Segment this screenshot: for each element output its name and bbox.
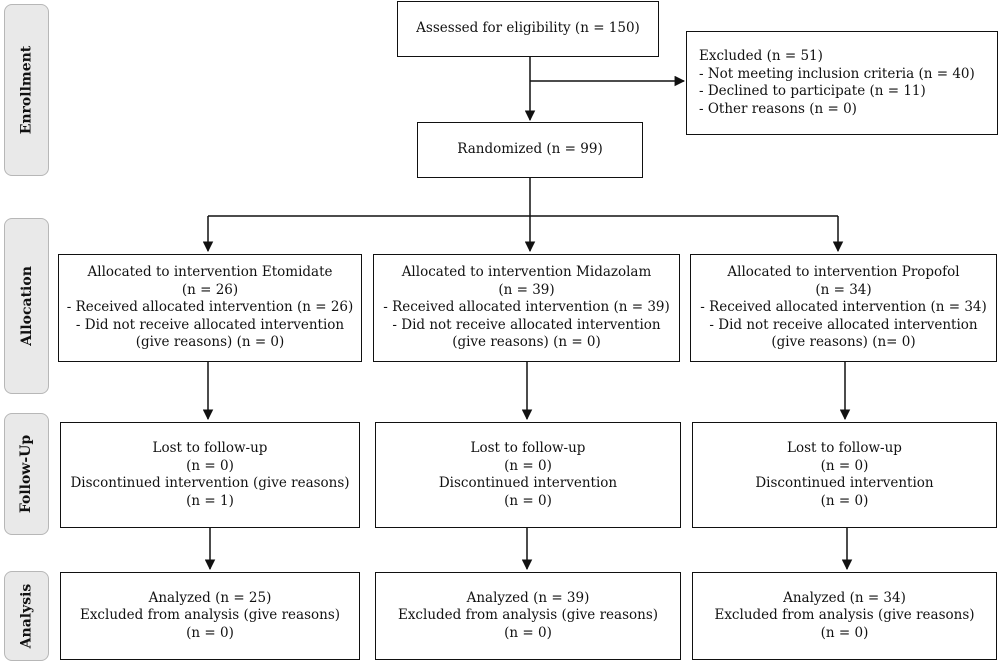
stage-label-analysis: Analysis	[4, 571, 49, 661]
assessed-box: Assessed for eligibility (n = 150)	[397, 1, 659, 57]
allocation-line: - Did not receive allocated intervention	[709, 316, 978, 333]
allocation-box-midazolam: Allocated to intervention Midazolam (n =…	[373, 254, 680, 362]
follow-up-line: (n = 1)	[186, 492, 234, 509]
allocation-line: (n = 26)	[181, 281, 239, 298]
excluded-box: Excluded (n = 51) - Not meeting inclusio…	[686, 31, 998, 135]
allocation-line: Allocated to intervention Midazolam	[401, 264, 652, 281]
allocation-line: (n = 39)	[498, 281, 555, 298]
stage-label-enrollment: Enrollment	[4, 4, 49, 176]
allocation-line: - Received allocated intervention (n = 3…	[700, 299, 987, 316]
follow-up-line: Discontinued intervention	[755, 475, 934, 491]
randomized-text: Randomized (n = 99)	[457, 141, 603, 158]
analysis-line: Excluded from analysis (give reasons)	[714, 607, 975, 624]
analysis-line: Excluded from analysis (give reasons)	[397, 607, 659, 624]
follow-up-line: Discontinued intervention (give reasons)	[70, 475, 350, 491]
allocation-line: - Received allocated intervention (n = 3…	[383, 299, 670, 316]
follow-up-line: (n = 0)	[820, 457, 869, 474]
analysis-line: (n = 0)	[504, 624, 552, 641]
allocation-line: - Received allocated intervention (n = 2…	[66, 299, 354, 316]
follow-up-line: (n = 0)	[504, 492, 552, 509]
allocation-line: - Did not receive allocated intervention	[75, 316, 345, 333]
excluded-reason: - Other reasons (n = 0)	[699, 100, 857, 117]
follow-up-line: Lost to follow-up	[152, 440, 268, 456]
stage-label-follow-up: Follow-Up	[4, 413, 49, 535]
analysis-box-propofol: Analyzed (n = 34) Excluded from analysis…	[692, 572, 997, 660]
analysis-line: Analyzed (n = 25)	[148, 589, 272, 606]
follow-up-line: (n = 0)	[186, 457, 234, 474]
allocation-line: (give reasons) (n = 0)	[452, 334, 601, 351]
follow-up-line: Lost to follow-up	[787, 440, 902, 456]
allocation-box-etomidate: Allocated to intervention Etomidate (n =…	[58, 254, 362, 362]
excluded-title: Excluded (n = 51)	[699, 48, 823, 64]
allocation-line: (n = 34)	[815, 281, 872, 298]
analysis-line: Excluded from analysis (give reasons)	[79, 607, 341, 624]
allocation-line: (give reasons) (n = 0)	[135, 334, 285, 351]
follow-up-box-midazolam: Lost to follow-up (n = 0) Discontinued i…	[375, 422, 681, 528]
allocation-line: Allocated to intervention Etomidate	[87, 264, 333, 281]
excluded-reason: - Declined to participate (n = 11)	[699, 83, 926, 99]
allocation-line: Allocated to intervention Propofol	[727, 264, 960, 281]
follow-up-line: (n = 0)	[820, 492, 869, 509]
allocation-box-propofol: Allocated to intervention Propofol (n = …	[690, 254, 997, 362]
analysis-box-midazolam: Analyzed (n = 39) Excluded from analysis…	[375, 572, 681, 660]
follow-up-box-propofol: Lost to follow-up (n = 0) Discontinued i…	[692, 422, 997, 528]
analysis-line: Analyzed (n = 39)	[466, 589, 590, 606]
analysis-line: (n = 0)	[186, 624, 234, 641]
analysis-line: (n = 0)	[820, 624, 869, 641]
stage-label-allocation: Allocation	[4, 218, 49, 394]
allocation-line: (give reasons) (n= 0)	[771, 334, 916, 351]
follow-up-line: Discontinued intervention	[438, 475, 618, 491]
assessed-text: Assessed for eligibility (n = 150)	[416, 20, 640, 37]
randomized-box: Randomized (n = 99)	[417, 122, 643, 178]
analysis-line: Analyzed (n = 34)	[783, 589, 906, 606]
follow-up-line: Lost to follow-up	[470, 440, 586, 456]
follow-up-box-etomidate: Lost to follow-up (n = 0) Discontinued i…	[60, 422, 360, 528]
follow-up-line: (n = 0)	[504, 457, 552, 474]
excluded-reason: - Not meeting inclusion criteria (n = 40…	[699, 65, 975, 82]
allocation-line: - Did not receive allocated intervention	[392, 316, 661, 333]
analysis-box-etomidate: Analyzed (n = 25) Excluded from analysis…	[60, 572, 360, 660]
